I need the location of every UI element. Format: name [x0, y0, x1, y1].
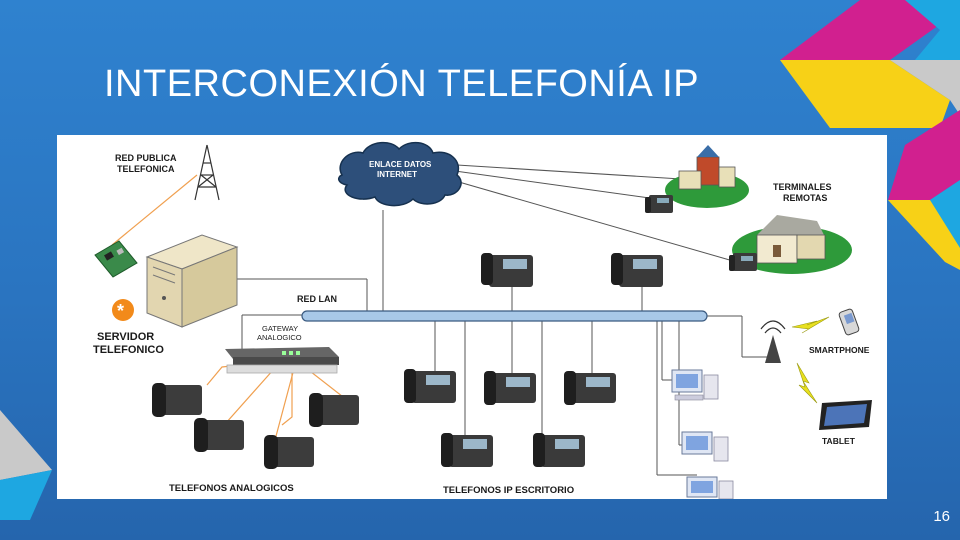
grey-corner-left — [0, 410, 52, 480]
slide-number: 16 — [933, 508, 950, 525]
label-red-publica-1: RED PUBLICA — [115, 153, 177, 163]
desk-phone-icon — [564, 371, 616, 405]
desk-phone-icon — [611, 253, 663, 287]
desk-phone-icon — [645, 195, 673, 213]
church-icon — [665, 145, 749, 208]
label-smartphone: SMARTPHONE — [809, 345, 870, 355]
computer-icon — [686, 476, 734, 499]
computer-icon — [681, 431, 729, 462]
label-terminales-2: REMOTAS — [783, 193, 827, 203]
analog-phone-icon — [264, 435, 314, 469]
label-servidor-1: SERVIDOR — [97, 331, 154, 343]
svg-text:*: * — [117, 301, 124, 321]
label-telefonos-analogicos: TELEFONOS ANALOGICOS — [169, 483, 294, 494]
gateway-icon — [225, 347, 339, 374]
cloud-icon — [338, 141, 462, 207]
analog-phone-icon — [194, 418, 244, 452]
label-red-publica-2: TELEFONICA — [117, 164, 175, 174]
lightning-icon — [791, 316, 830, 404]
connection-lines — [237, 164, 767, 476]
yellow-chevron — [780, 60, 950, 128]
desk-phone-icon — [441, 433, 493, 467]
cloud-to-church-line — [456, 164, 698, 181]
network-diagram: RED PUBLICA TELEFONICA * SERVIDOR TELEFO… — [57, 135, 887, 499]
desk-phone-icon — [484, 371, 536, 405]
label-servidor-2: TELEFONICO — [93, 344, 164, 356]
house-icon — [732, 215, 852, 274]
magenta-chevron-right — [888, 110, 960, 200]
label-gateway-1: GATEWAY — [262, 324, 298, 333]
analog-phone-icon — [309, 393, 359, 427]
server-icon — [145, 234, 239, 328]
lan-bar — [301, 310, 708, 322]
tablet-icon — [819, 400, 872, 430]
desk-phone-icon — [729, 253, 757, 271]
wifi-ap-icon — [760, 320, 786, 363]
asterisk-logo-icon: * — [112, 299, 134, 321]
desk-phone-icon — [533, 433, 585, 467]
yellow-chevron-right — [888, 200, 960, 270]
pci-card-icon — [94, 240, 138, 278]
desk-phone-icon — [481, 253, 533, 287]
antenna-icon — [194, 144, 220, 201]
label-enlace-1: ENLACE DATOS — [369, 160, 432, 169]
grey-chevron — [890, 60, 960, 115]
smartphone-icon — [838, 308, 860, 336]
cyan-corner-left — [0, 470, 52, 520]
cyan-chevron — [905, 0, 960, 60]
cloud-to-house-line — [451, 179, 748, 266]
analog-phone-icon — [152, 383, 202, 417]
magenta-chevron — [780, 0, 960, 60]
label-tablet: TABLET — [822, 436, 856, 446]
label-telefonos-ip: TELEFONOS IP ESCRITORIO — [443, 485, 574, 496]
slide-title: INTERCONEXIÓN TELEFONÍA IP — [104, 63, 700, 105]
computer-icon — [671, 369, 719, 401]
label-gateway-2: ANALOGICO — [257, 333, 302, 342]
label-terminales-1: TERMINALES — [773, 182, 832, 192]
cloud-to-phone-remote1 — [454, 170, 658, 200]
label-red-lan: RED LAN — [297, 294, 337, 304]
desk-phone-icon — [404, 369, 456, 403]
label-enlace-2: INTERNET — [377, 170, 417, 179]
